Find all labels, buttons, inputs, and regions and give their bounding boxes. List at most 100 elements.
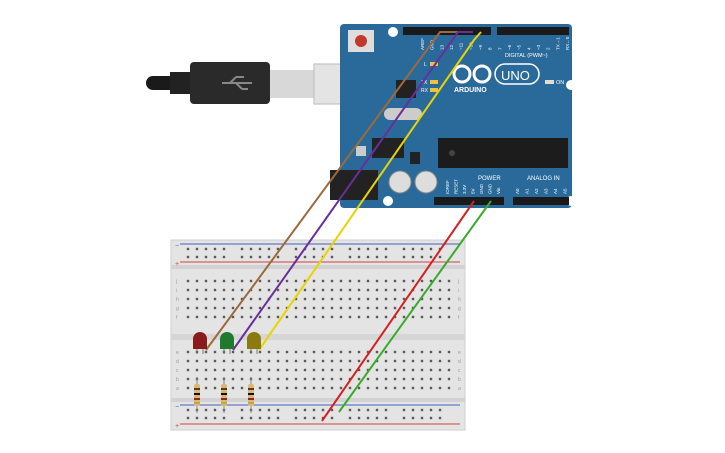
- hole: [411, 377, 415, 381]
- led-yellow[interactable]: [247, 332, 261, 354]
- rail-hole: [330, 416, 334, 420]
- hole: [339, 288, 343, 292]
- rail-hole: [222, 247, 226, 251]
- hole: [429, 279, 433, 283]
- resistor[interactable]: [194, 377, 200, 413]
- resistor[interactable]: [221, 377, 227, 413]
- led-red[interactable]: [193, 332, 207, 354]
- pin-label: RX←0: [565, 36, 570, 50]
- hole: [204, 288, 208, 292]
- mount-hole: [566, 80, 576, 90]
- rail-hole: [366, 247, 370, 251]
- hole: [294, 306, 298, 310]
- hole: [375, 297, 379, 301]
- hole: [321, 386, 325, 390]
- rail-hole: [303, 255, 307, 259]
- rail-hole: [204, 408, 208, 412]
- hole: [393, 368, 397, 372]
- pin-label: TX→1: [555, 37, 560, 50]
- rail-hole: [375, 255, 379, 259]
- hole: [195, 359, 199, 363]
- hole: [438, 288, 442, 292]
- rail-hole: [258, 408, 262, 412]
- rail-hole: [204, 247, 208, 251]
- mount-hole: [388, 27, 398, 37]
- row-letter: d: [176, 359, 179, 365]
- pin-label: GND: [488, 183, 493, 194]
- hole: [384, 377, 388, 381]
- hole: [312, 297, 316, 301]
- hole: [258, 386, 262, 390]
- rail-hole: [267, 408, 271, 412]
- hole: [213, 315, 217, 319]
- hole: [195, 288, 199, 292]
- hole: [303, 386, 307, 390]
- hole: [357, 279, 361, 283]
- hole: [231, 279, 235, 283]
- rail-hole: [312, 416, 316, 420]
- hole: [303, 359, 307, 363]
- pin-label: ~9: [478, 44, 483, 50]
- hole: [438, 350, 442, 354]
- wire-brown[interactable]: [205, 31, 465, 351]
- wire-yellow[interactable]: [258, 31, 482, 351]
- wire-red[interactable]: [321, 200, 475, 422]
- led-tx: [430, 80, 438, 84]
- hole: [420, 288, 424, 292]
- hole: [339, 297, 343, 301]
- on-label: ON: [556, 80, 564, 86]
- rail-hole: [402, 255, 406, 259]
- analog-header-label: ANALOG IN: [527, 176, 560, 182]
- rail-hole: [438, 416, 442, 420]
- hole: [429, 306, 433, 310]
- led-green[interactable]: [220, 332, 234, 354]
- hole: [438, 359, 442, 363]
- hole: [366, 377, 370, 381]
- hole: [258, 350, 262, 354]
- resistor[interactable]: [248, 377, 254, 413]
- hole: [312, 368, 316, 372]
- hole: [213, 279, 217, 283]
- pin-label: A5: [563, 188, 568, 194]
- hole: [294, 315, 298, 319]
- rail-hole: [366, 255, 370, 259]
- hole: [204, 315, 208, 319]
- hole: [420, 315, 424, 319]
- hole: [339, 350, 343, 354]
- rail-hole: [258, 247, 262, 251]
- hole: [294, 377, 298, 381]
- hole: [357, 386, 361, 390]
- hole: [402, 377, 406, 381]
- rail-hole: [213, 408, 217, 412]
- hole: [402, 279, 406, 283]
- hole: [303, 368, 307, 372]
- hole: [267, 306, 271, 310]
- rail-hole: [357, 416, 361, 420]
- hole: [195, 306, 199, 310]
- row-letter: d: [458, 359, 461, 365]
- hole: [312, 315, 316, 319]
- hole: [375, 306, 379, 310]
- hole: [276, 297, 280, 301]
- reset-button-cap[interactable]: [355, 35, 367, 47]
- hole: [375, 350, 379, 354]
- hole: [393, 377, 397, 381]
- pin-label: AREF: [420, 38, 425, 50]
- rail-hole: [186, 416, 190, 420]
- hole: [429, 386, 433, 390]
- breadboard-holes: [186, 247, 451, 420]
- hole: [294, 297, 298, 301]
- wire-green[interactable]: [338, 200, 492, 413]
- rail-plus-label: +: [175, 423, 179, 430]
- hole: [438, 306, 442, 310]
- hole: [222, 368, 226, 372]
- hole: [330, 306, 334, 310]
- hole: [267, 350, 271, 354]
- rail-hole: [402, 247, 406, 251]
- hole: [339, 315, 343, 319]
- wire-purple[interactable]: [232, 31, 473, 351]
- hole: [402, 297, 406, 301]
- hole: [393, 350, 397, 354]
- hole: [366, 359, 370, 363]
